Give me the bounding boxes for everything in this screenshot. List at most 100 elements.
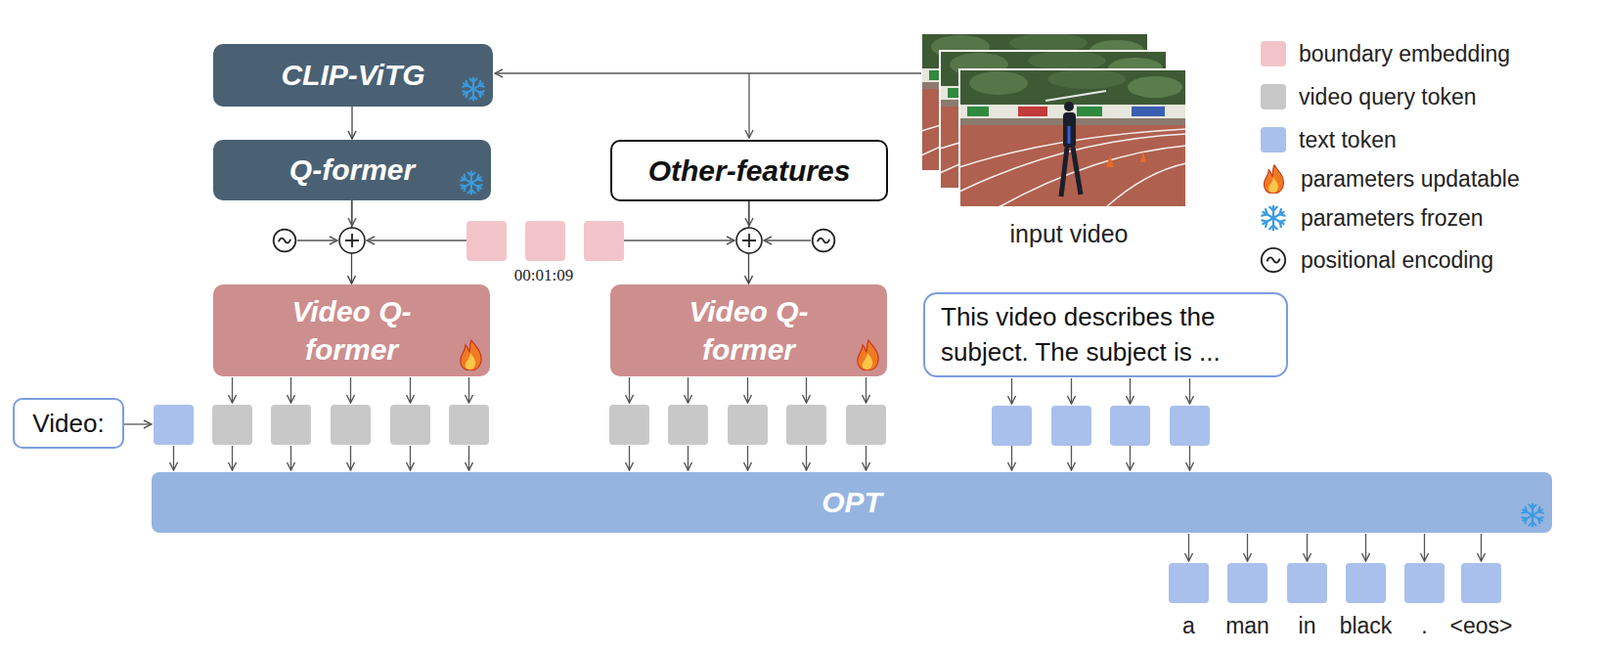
flow-arrow [231, 377, 233, 403]
prompt-box: Video: [12, 398, 125, 449]
flow-arrow [1129, 378, 1131, 404]
flow-arrow [747, 445, 749, 471]
sum-symbol [736, 227, 762, 254]
flow-arrow [687, 377, 689, 403]
flow-arrow [763, 239, 811, 241]
flow-arrow [1189, 445, 1191, 471]
legend-row: parameters updatable [1258, 164, 1520, 194]
legend-row: parameters frozen [1258, 203, 1484, 233]
flow-arrow [351, 200, 353, 226]
snowflake-icon [457, 169, 486, 197]
output-word: black [1339, 613, 1393, 640]
flow-arrow [628, 377, 630, 403]
output-word: . [1421, 613, 1427, 640]
feature-box: Other-features [610, 139, 889, 202]
token-square [448, 404, 489, 445]
flow-arrow [1011, 378, 1013, 404]
token-square [1345, 563, 1386, 604]
token-square [1110, 405, 1151, 446]
flow-arrow [628, 445, 630, 471]
flow-arrow [468, 445, 470, 471]
snowflake-icon [1518, 501, 1547, 530]
flow-arrow [290, 445, 292, 471]
flow-arrow [468, 377, 470, 403]
token-square [1461, 563, 1502, 604]
box-label: Video: [32, 408, 104, 440]
flame-icon [1258, 164, 1289, 194]
flow-arrow [173, 445, 175, 471]
legend-text: video query token [1298, 84, 1477, 111]
flow-arrow [366, 239, 467, 241]
flow-arrow [290, 377, 292, 403]
snowflake-icon [459, 75, 488, 103]
legend-text: parameters frozen [1300, 205, 1484, 232]
token-square [1168, 563, 1209, 604]
box-label: This video describes the subject. The su… [940, 300, 1271, 369]
flow-arrow [1189, 378, 1191, 404]
token-square [390, 404, 431, 445]
flame-icon [454, 339, 487, 371]
flow-arrow [494, 72, 922, 74]
token-square [667, 404, 709, 445]
flow-arrow [1246, 533, 1248, 562]
flow-arrow [409, 445, 411, 471]
figure-caption: input video [1010, 220, 1129, 249]
box-label: OPT [821, 486, 883, 520]
legend-swatch [1260, 127, 1287, 153]
flow-arrow [1188, 533, 1190, 562]
flow-arrow [623, 239, 735, 241]
output-word: a [1182, 613, 1196, 640]
flow-arrow [1129, 445, 1131, 471]
legend-text: parameters updatable [1300, 166, 1520, 193]
flow-arrow [124, 423, 152, 425]
token-square [1404, 563, 1445, 604]
legend-row: positional encoding [1258, 245, 1494, 275]
token-square [1169, 405, 1210, 446]
token-square [583, 221, 624, 262]
flow-arrow [1480, 533, 1482, 562]
token-square [466, 221, 507, 262]
timestamp-label: 00:01:09 [514, 266, 574, 286]
encoder-box: Q-former [213, 139, 491, 201]
tilde-symbol [812, 229, 836, 253]
flow-arrow [1070, 378, 1072, 404]
flow-arrow [748, 73, 750, 138]
token-square [330, 404, 371, 445]
sum-symbol [339, 227, 365, 254]
token-square [845, 404, 887, 445]
connector-arrow [351, 106, 353, 139]
flow-arrow [350, 377, 352, 403]
language-model-bar: OPT [151, 472, 1553, 534]
flow-arrow [748, 201, 750, 226]
flow-arrow [1070, 445, 1072, 471]
flow-arrow [865, 445, 867, 471]
token-square [270, 404, 312, 445]
token-square [153, 404, 194, 445]
token-square [525, 221, 566, 262]
box-label: Video Q-former [268, 292, 436, 369]
tilde-symbol [273, 229, 297, 253]
output-word: in [1298, 613, 1317, 640]
flow-arrow [409, 377, 411, 403]
flow-arrow [747, 377, 749, 403]
flow-arrow [805, 445, 807, 471]
legend-text: positional encoding [1300, 247, 1494, 274]
legend-swatch [1260, 84, 1287, 110]
token-square [1227, 563, 1268, 604]
flow-arrow [231, 445, 233, 471]
output-word: <eos> [1450, 613, 1513, 640]
trainable-box: Video Q-former [213, 284, 490, 377]
token-square [212, 404, 253, 445]
box-label: Other-features [648, 154, 851, 188]
token-square [1051, 405, 1092, 446]
token-square [991, 405, 1032, 446]
legend-swatch [1260, 41, 1287, 67]
output-word: man [1225, 613, 1270, 640]
trainable-box: Video Q-former [610, 284, 888, 377]
token-square [609, 404, 650, 445]
box-label: Q-former [289, 153, 415, 187]
flame-icon [851, 339, 884, 371]
legend-row: text token [1258, 125, 1397, 155]
prompt-box: This video describes the subject. The su… [923, 292, 1289, 378]
